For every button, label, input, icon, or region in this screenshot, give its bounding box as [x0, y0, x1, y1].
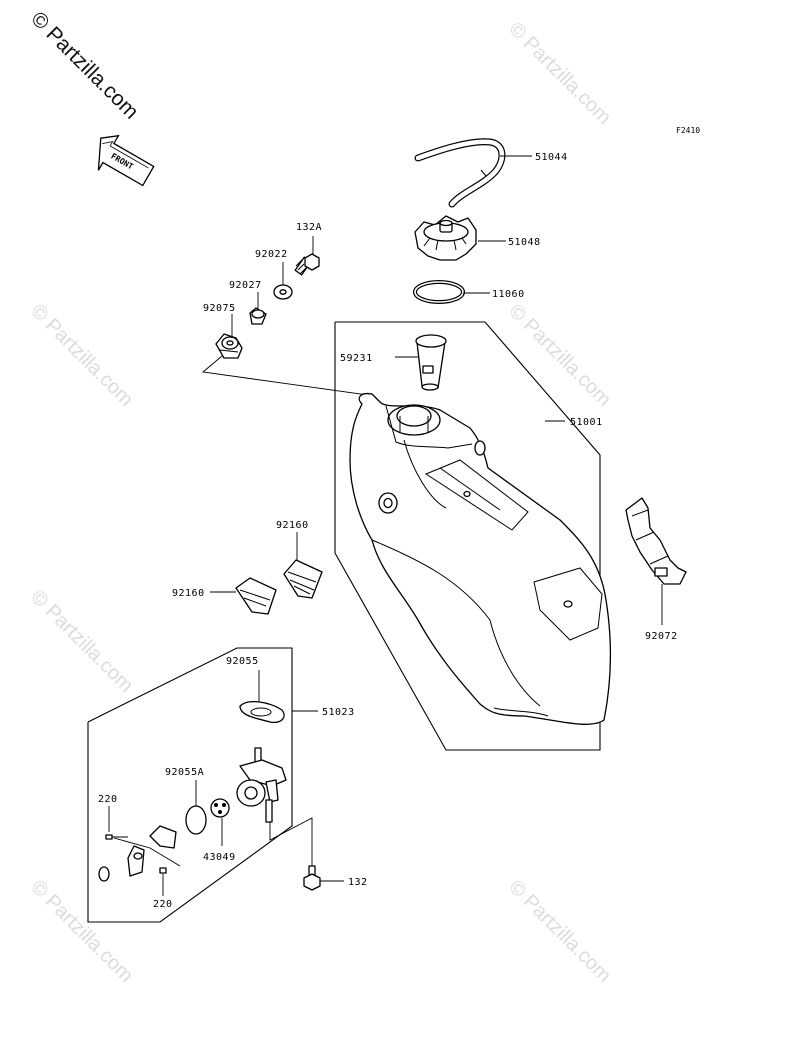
part-label-51023: 51023: [322, 707, 355, 718]
part-label-92072: 92072: [645, 631, 678, 642]
watermark-text: © Partzilla.com: [504, 876, 615, 987]
leader-plate: [113, 837, 181, 867]
filter-43049: [210, 798, 230, 818]
part-label-11060: 11060: [492, 289, 525, 300]
part-label-220-top: 220: [98, 794, 118, 805]
leader-bolt-to-cock: [269, 817, 313, 866]
washer-92022: [273, 284, 293, 300]
diagram-code: F2410: [676, 126, 700, 135]
fuel-breather-hose: [414, 138, 506, 208]
part-label-51044: 51044: [535, 152, 568, 163]
cap-gasket: [413, 280, 465, 304]
fuel-cock: [236, 747, 287, 823]
part-label-59231: 59231: [340, 353, 373, 364]
part-label-132a: 132A: [296, 222, 322, 233]
part-label-132: 132: [348, 877, 368, 888]
part-label-92160-left: 92160: [172, 588, 205, 599]
bolt-132: [303, 865, 321, 891]
watermark-text: © Partzilla.com: [504, 18, 615, 129]
collar-92027: [249, 307, 267, 325]
part-label-92075: 92075: [203, 303, 236, 314]
part-label-92027: 92027: [229, 280, 262, 291]
part-label-92022: 92022: [255, 249, 288, 260]
partzilla-watermark: © Partzilla.com: [26, 7, 142, 123]
o-ring-92055a: [185, 805, 207, 835]
watermark-text: © Partzilla.com: [504, 300, 615, 411]
bolt-132a: [294, 253, 320, 276]
front-arrow-icon: FRONT: [97, 134, 155, 187]
tank-strap: [625, 497, 687, 585]
screw-220-top: [105, 834, 128, 840]
fuel-tank-assembly-frame: [334, 321, 601, 751]
damper-92160-top: [283, 559, 323, 599]
screw-220-bottom: [159, 867, 167, 874]
gasket-92055: [239, 700, 285, 724]
watermark-text: © Partzilla.com: [26, 300, 137, 411]
fuel-strainer: [415, 334, 447, 391]
part-label-43049: 43049: [203, 852, 236, 863]
damper-92160-left: [235, 577, 277, 615]
part-label-92160-top: 92160: [276, 520, 309, 531]
lever-plate: [127, 825, 177, 877]
fuel-tank: [349, 392, 612, 725]
part-label-51048: 51048: [508, 237, 541, 248]
grommet-92075: [215, 333, 243, 359]
fuel-cap: [414, 215, 477, 261]
part-label-51001: 51001: [570, 417, 603, 428]
watermark-text: © Partzilla.com: [26, 876, 137, 987]
watermark-text: © Partzilla.com: [26, 586, 137, 697]
fuel-cock-assembly-frame: [87, 647, 293, 923]
o-ring-small: [98, 866, 110, 882]
part-label-92055: 92055: [226, 656, 259, 667]
part-label-92055a: 92055A: [165, 767, 204, 778]
part-label-220-bottom: 220: [153, 899, 173, 910]
